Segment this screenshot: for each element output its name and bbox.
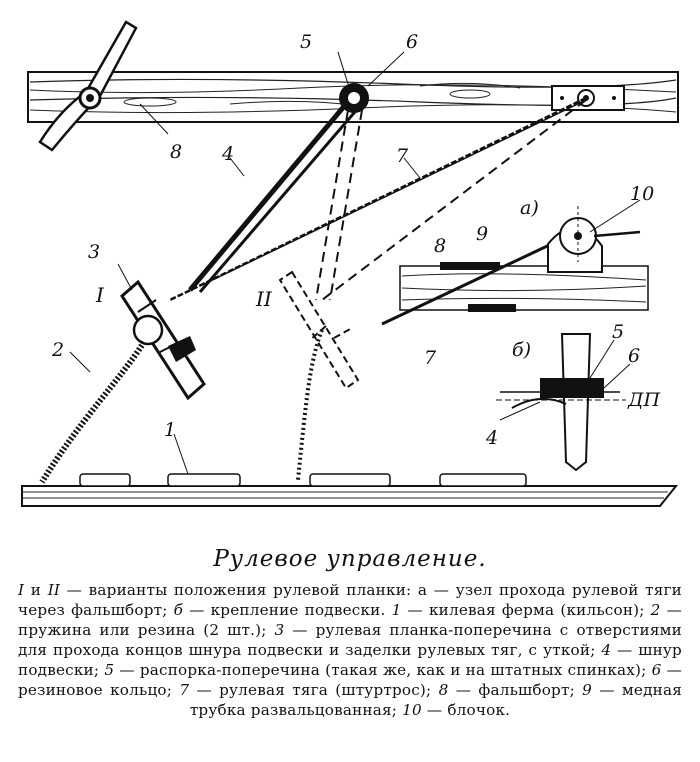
caption-item-6: — резиновое кольцо; <box>18 661 682 699</box>
figure-title: Рулевое управление. <box>213 546 487 572</box>
keelson <box>21 473 679 507</box>
label-3: 3 <box>88 241 100 263</box>
label-position-ii: II <box>255 287 273 311</box>
suspension-cord <box>188 102 362 293</box>
caption-roman-i: I <box>18 581 25 599</box>
steering-diagram: 8 4 5 6 7 3 I II 2 1 а) 10 8 9 7 б) 5 6 … <box>21 20 679 507</box>
label-inset-b-4: 4 <box>485 427 498 449</box>
caption-text-2: — крепление подвески. <box>183 601 392 619</box>
tiller-bar <box>120 279 206 401</box>
caption-item-7: — рулевая тяга (штуртрос); <box>189 681 439 699</box>
figure-caption: I и II — варианты положения рулевой план… <box>18 580 682 720</box>
caption-num-8: 8 <box>438 681 449 699</box>
label-inset-a: а) <box>520 197 539 219</box>
caption-num-7: 7 <box>179 681 190 699</box>
caption-item-8: — фальшборт; <box>448 681 583 699</box>
spring <box>39 340 147 484</box>
caption-num-10: 10 <box>402 701 422 719</box>
caption-num-3: 3 <box>274 621 285 639</box>
caption-item-4: — шнур подвески; <box>18 641 682 679</box>
cleat <box>38 20 138 152</box>
caption-item-2: — пружина или резина (2 шт.); <box>18 601 682 639</box>
label-position-i: I <box>95 283 105 307</box>
inset-b <box>496 333 626 472</box>
caption-item-1: — килевая ферма (кильсон); <box>401 601 651 619</box>
caption-num-5: 5 <box>104 661 115 679</box>
inset-a <box>381 206 649 326</box>
label-inset-b-5: 5 <box>612 321 624 343</box>
caption-num-6: 6 <box>651 661 662 679</box>
caption-text-1: — варианты положения рулевой планки: а —… <box>18 581 682 619</box>
label-inset-a-8: 8 <box>434 235 446 257</box>
label-4: 4 <box>221 143 234 165</box>
label-inset-a-7: 7 <box>424 347 437 369</box>
caption-item-3: — рулевая планка-поперечина с отверстиям… <box>18 621 682 659</box>
label-inset-b-dp: ДП <box>627 389 660 411</box>
spring-position-ii <box>296 329 324 481</box>
caption-and: и <box>24 581 48 599</box>
caption-num-2: 2 <box>650 601 661 619</box>
label-2: 2 <box>51 339 64 361</box>
caption-item-10: — блочок. <box>421 701 511 719</box>
label-inset-b-6: 6 <box>628 345 640 367</box>
caption-item-5: — распорка-поперечина (такая же, как и н… <box>114 661 652 679</box>
pulley-fitting <box>551 85 625 111</box>
caption-roman-ii: II <box>47 581 61 599</box>
label-8: 8 <box>170 141 182 163</box>
label-7: 7 <box>396 145 409 167</box>
position-ii-cords <box>315 99 587 301</box>
caption-num-4: 4 <box>601 641 612 659</box>
label-5: 5 <box>300 31 312 53</box>
label-inset-a-10: 10 <box>630 183 654 205</box>
caption-num-1: 1 <box>391 601 402 619</box>
label-1: 1 <box>164 419 176 441</box>
tiller-position-ii <box>278 270 360 390</box>
label-inset-a-9: 9 <box>476 223 488 245</box>
label-inset-b: б) <box>512 339 531 361</box>
caption-b: б <box>173 601 184 619</box>
label-6: 6 <box>406 31 418 53</box>
caption-num-9: 9 <box>582 681 593 699</box>
caption-item-9: — медная трубка развальцованная; <box>189 681 683 719</box>
